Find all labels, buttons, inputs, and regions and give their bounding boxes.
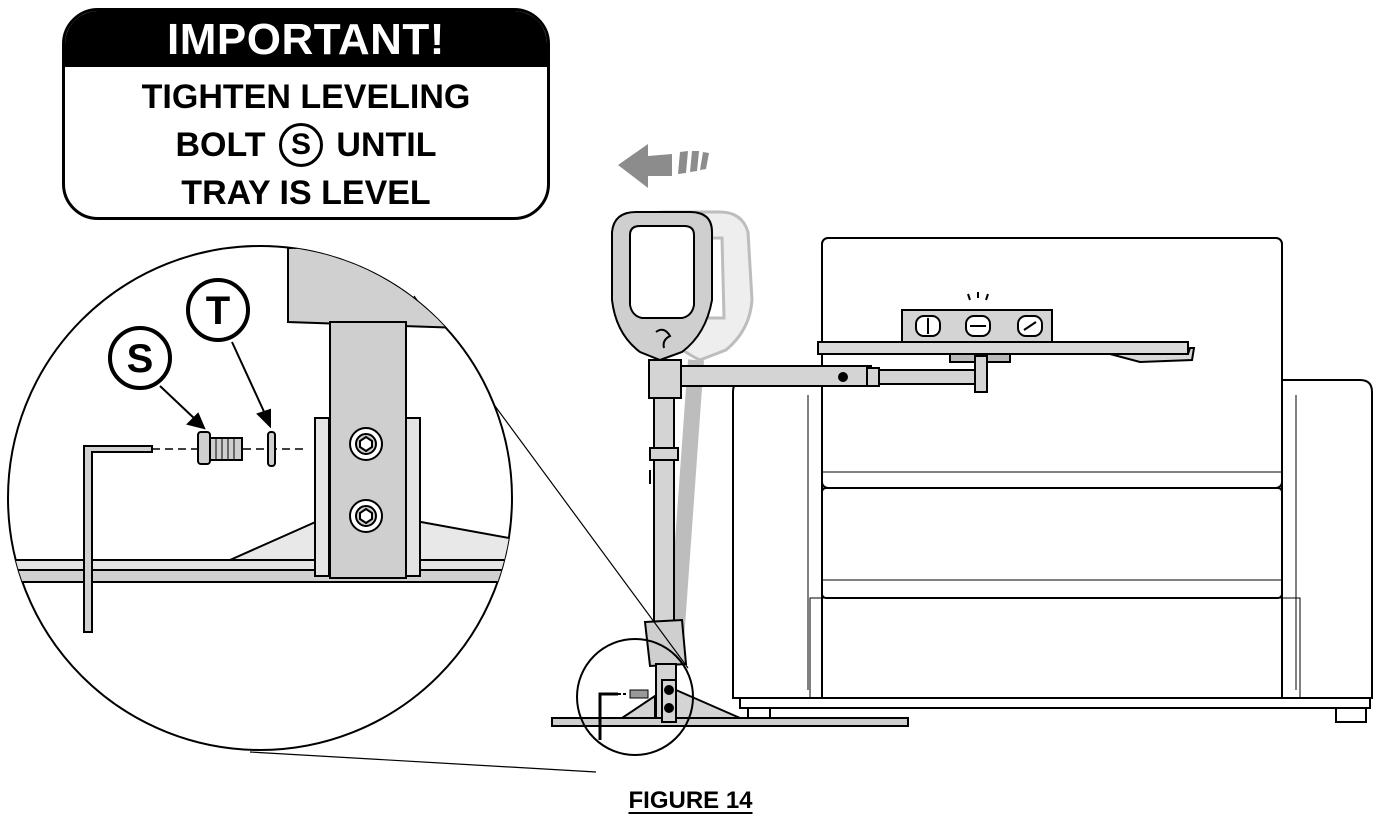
- callout-heading: IMPORTANT!: [65, 11, 547, 67]
- label-s-callout: S: [108, 326, 172, 390]
- couch: [732, 237, 1373, 723]
- callout-body: TIGHTEN LEVELING BOLT S UNTIL TRAY IS LE…: [65, 67, 547, 217]
- label-t-callout: T: [186, 278, 250, 342]
- zoom-detail-circle: S T: [7, 245, 513, 751]
- figure-caption-wrap: FIGURE 14: [0, 787, 1381, 815]
- important-callout: IMPORTANT! TIGHTEN LEVELING BOLT S UNTIL…: [62, 8, 550, 220]
- callout-line-3: TRAY IS LEVEL: [181, 174, 431, 212]
- stand: [551, 211, 988, 727]
- small-detail-circle: [576, 638, 694, 756]
- label-s: S: [127, 337, 154, 381]
- callout-line-2: BOLT S UNTIL: [65, 121, 547, 169]
- bubble-level: [901, 292, 1053, 343]
- label-t: T: [206, 289, 230, 333]
- callout-line-2-after: UNTIL: [336, 126, 437, 164]
- rotate-arrow-icon: [618, 144, 709, 188]
- callout-circled-s: S: [278, 123, 323, 167]
- callout-line-2-before: BOLT: [175, 126, 266, 164]
- figure-caption: FIGURE 14: [628, 787, 753, 814]
- callout-line-1: TIGHTEN LEVELING: [141, 78, 471, 116]
